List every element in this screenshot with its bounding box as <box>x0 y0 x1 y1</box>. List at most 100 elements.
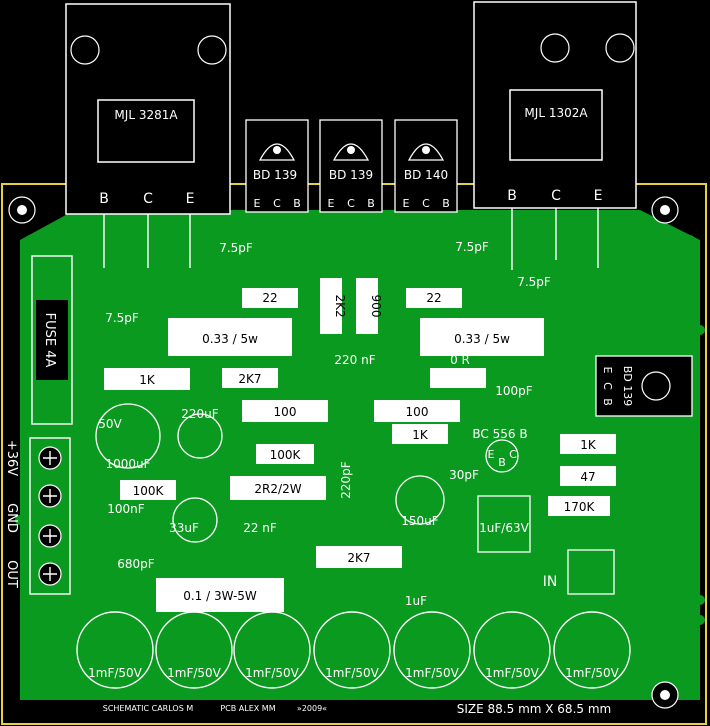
pin-label: E <box>254 197 261 210</box>
resistor-label: 22 <box>426 291 441 305</box>
driver-transistor-1: BD 139 E C B <box>245 119 309 213</box>
resistor-label: 2K7 <box>238 372 261 386</box>
pin-label: B <box>442 197 450 210</box>
cap-label: 1uF/63V <box>479 521 529 535</box>
cap-label: 1uF <box>405 594 427 608</box>
resistor-22-b <box>406 288 462 308</box>
electrolytic-cap-icon <box>553 611 631 689</box>
resistor-1k-c <box>560 434 616 454</box>
pin-label: E <box>488 448 495 461</box>
cap-label: 100pF <box>495 384 533 398</box>
driver-part-label: BD 139 <box>253 168 297 182</box>
resistor-170k <box>548 496 610 516</box>
bottom-cap-bank: 1mF/50V 1mF/50V 1mF/50V 1mF/50V 1mF/50V … <box>76 611 631 689</box>
resistor-label: 2R2/2W <box>254 482 301 496</box>
resistor-0p33-a <box>168 318 292 356</box>
driver-part-label: BD 140 <box>404 168 448 182</box>
transistor-part-label: MJL 1302A <box>524 106 588 120</box>
cap-label: 1mF/50V <box>565 666 620 680</box>
resistor-2k7-a <box>222 368 278 388</box>
resistor-100-a <box>242 400 328 422</box>
resistor-label: 0 R <box>450 353 470 367</box>
cap-label: 150uF <box>401 514 439 528</box>
mount-hole-icon <box>641 371 671 401</box>
driver-part-label: BD 139 <box>621 366 634 407</box>
resistor-22-a <box>242 288 298 308</box>
terminal-label: GND <box>4 503 19 533</box>
resistor-label: 100 <box>274 405 297 419</box>
to126-icon <box>258 143 296 161</box>
resistor-label: 100K <box>133 484 165 498</box>
cap-label: 1000uF <box>105 457 150 471</box>
cap-label: 7.5pF <box>517 275 551 289</box>
resistor-0p33-b <box>420 318 544 356</box>
electrolytic-cap-icon <box>76 611 154 689</box>
resistor-47 <box>560 466 616 486</box>
mount-hole-icon <box>197 35 227 65</box>
resistor-label: 900 <box>369 295 383 318</box>
resistor-label: 100 <box>406 405 429 419</box>
resistor-label: 0.33 / 5w <box>202 332 258 346</box>
electrolytic-cap-icon <box>393 611 471 689</box>
electrolytic-cap-icon <box>395 475 445 525</box>
cap-label: 1mF/50V <box>167 666 222 680</box>
input-label: IN <box>543 574 558 590</box>
to126-icon <box>332 143 370 161</box>
power-transistor-right: MJL 1302A B C E <box>473 1 637 270</box>
footer: SCHEMATIC CARLOS M PCB ALEX MM »2009« SI… <box>103 702 611 716</box>
pin-label: E <box>328 197 335 210</box>
resistor-label: 22 <box>262 291 277 305</box>
resistor-label: 170K <box>564 500 596 514</box>
resistor-2k2 <box>320 278 342 334</box>
resistor-100-b <box>374 400 460 422</box>
transistor-part-label: MJL 3281A <box>114 108 178 122</box>
pin-label: C <box>143 191 153 207</box>
cap-label: 220pF <box>339 461 353 499</box>
cap-label: 30pF <box>449 468 479 482</box>
pin-label: E <box>601 367 614 374</box>
pin-label: C <box>422 197 430 210</box>
cap-label: 50V <box>98 417 122 431</box>
electrolytic-cap-icon <box>313 611 391 689</box>
electrolytic-cap-icon <box>473 611 551 689</box>
resistor-label: 1K <box>412 428 429 442</box>
electrolytic-cap-icon <box>155 611 233 689</box>
pin-label: B <box>601 398 614 406</box>
resistor-2k7-b <box>316 546 402 568</box>
resistor-2r2 <box>230 476 326 500</box>
electrolytic-cap-icon <box>177 413 223 459</box>
mount-hole-icon <box>540 33 570 63</box>
pin-label: B <box>293 197 301 210</box>
fuse-label: FUSE 4A <box>42 313 57 368</box>
footer-size: SIZE 88.5 mm X 68.5 mm <box>457 702 611 716</box>
mounting-holes <box>8 196 679 709</box>
resistor-label: 0.33 / 5w <box>454 332 510 346</box>
resistor-1k-b <box>392 424 448 444</box>
footer-year: »2009« <box>297 704 327 713</box>
to126-icon <box>407 143 445 161</box>
pin-label: C <box>347 197 355 210</box>
resistor-label: 47 <box>580 470 595 484</box>
terminal-block: +36V GND OUT <box>4 437 71 595</box>
resistor-1k-a <box>104 368 190 390</box>
mount-hole-icon <box>70 35 100 65</box>
resistor-0r <box>430 368 486 388</box>
to92-icon <box>485 439 519 473</box>
cap-label: 100nF <box>107 502 145 516</box>
cap-label: 680pF <box>117 557 155 571</box>
pin-label: C <box>601 382 614 390</box>
transistor-label: BC 556 B <box>472 427 527 441</box>
driver-transistor-3: BD 140 E C B <box>394 119 458 213</box>
resistor-100k-a <box>256 444 314 464</box>
pin-label: B <box>99 191 109 207</box>
terminal-label: OUT <box>4 560 19 588</box>
resistor-100k-b <box>120 480 176 500</box>
driver-part-label: BD 139 <box>329 168 373 182</box>
fuse: FUSE 4A <box>31 255 73 425</box>
electrolytic-caps <box>95 403 615 595</box>
electrolytic-cap-icon <box>233 611 311 689</box>
pin-label: B <box>507 188 517 204</box>
cap-label: 7.5pF <box>219 241 253 255</box>
